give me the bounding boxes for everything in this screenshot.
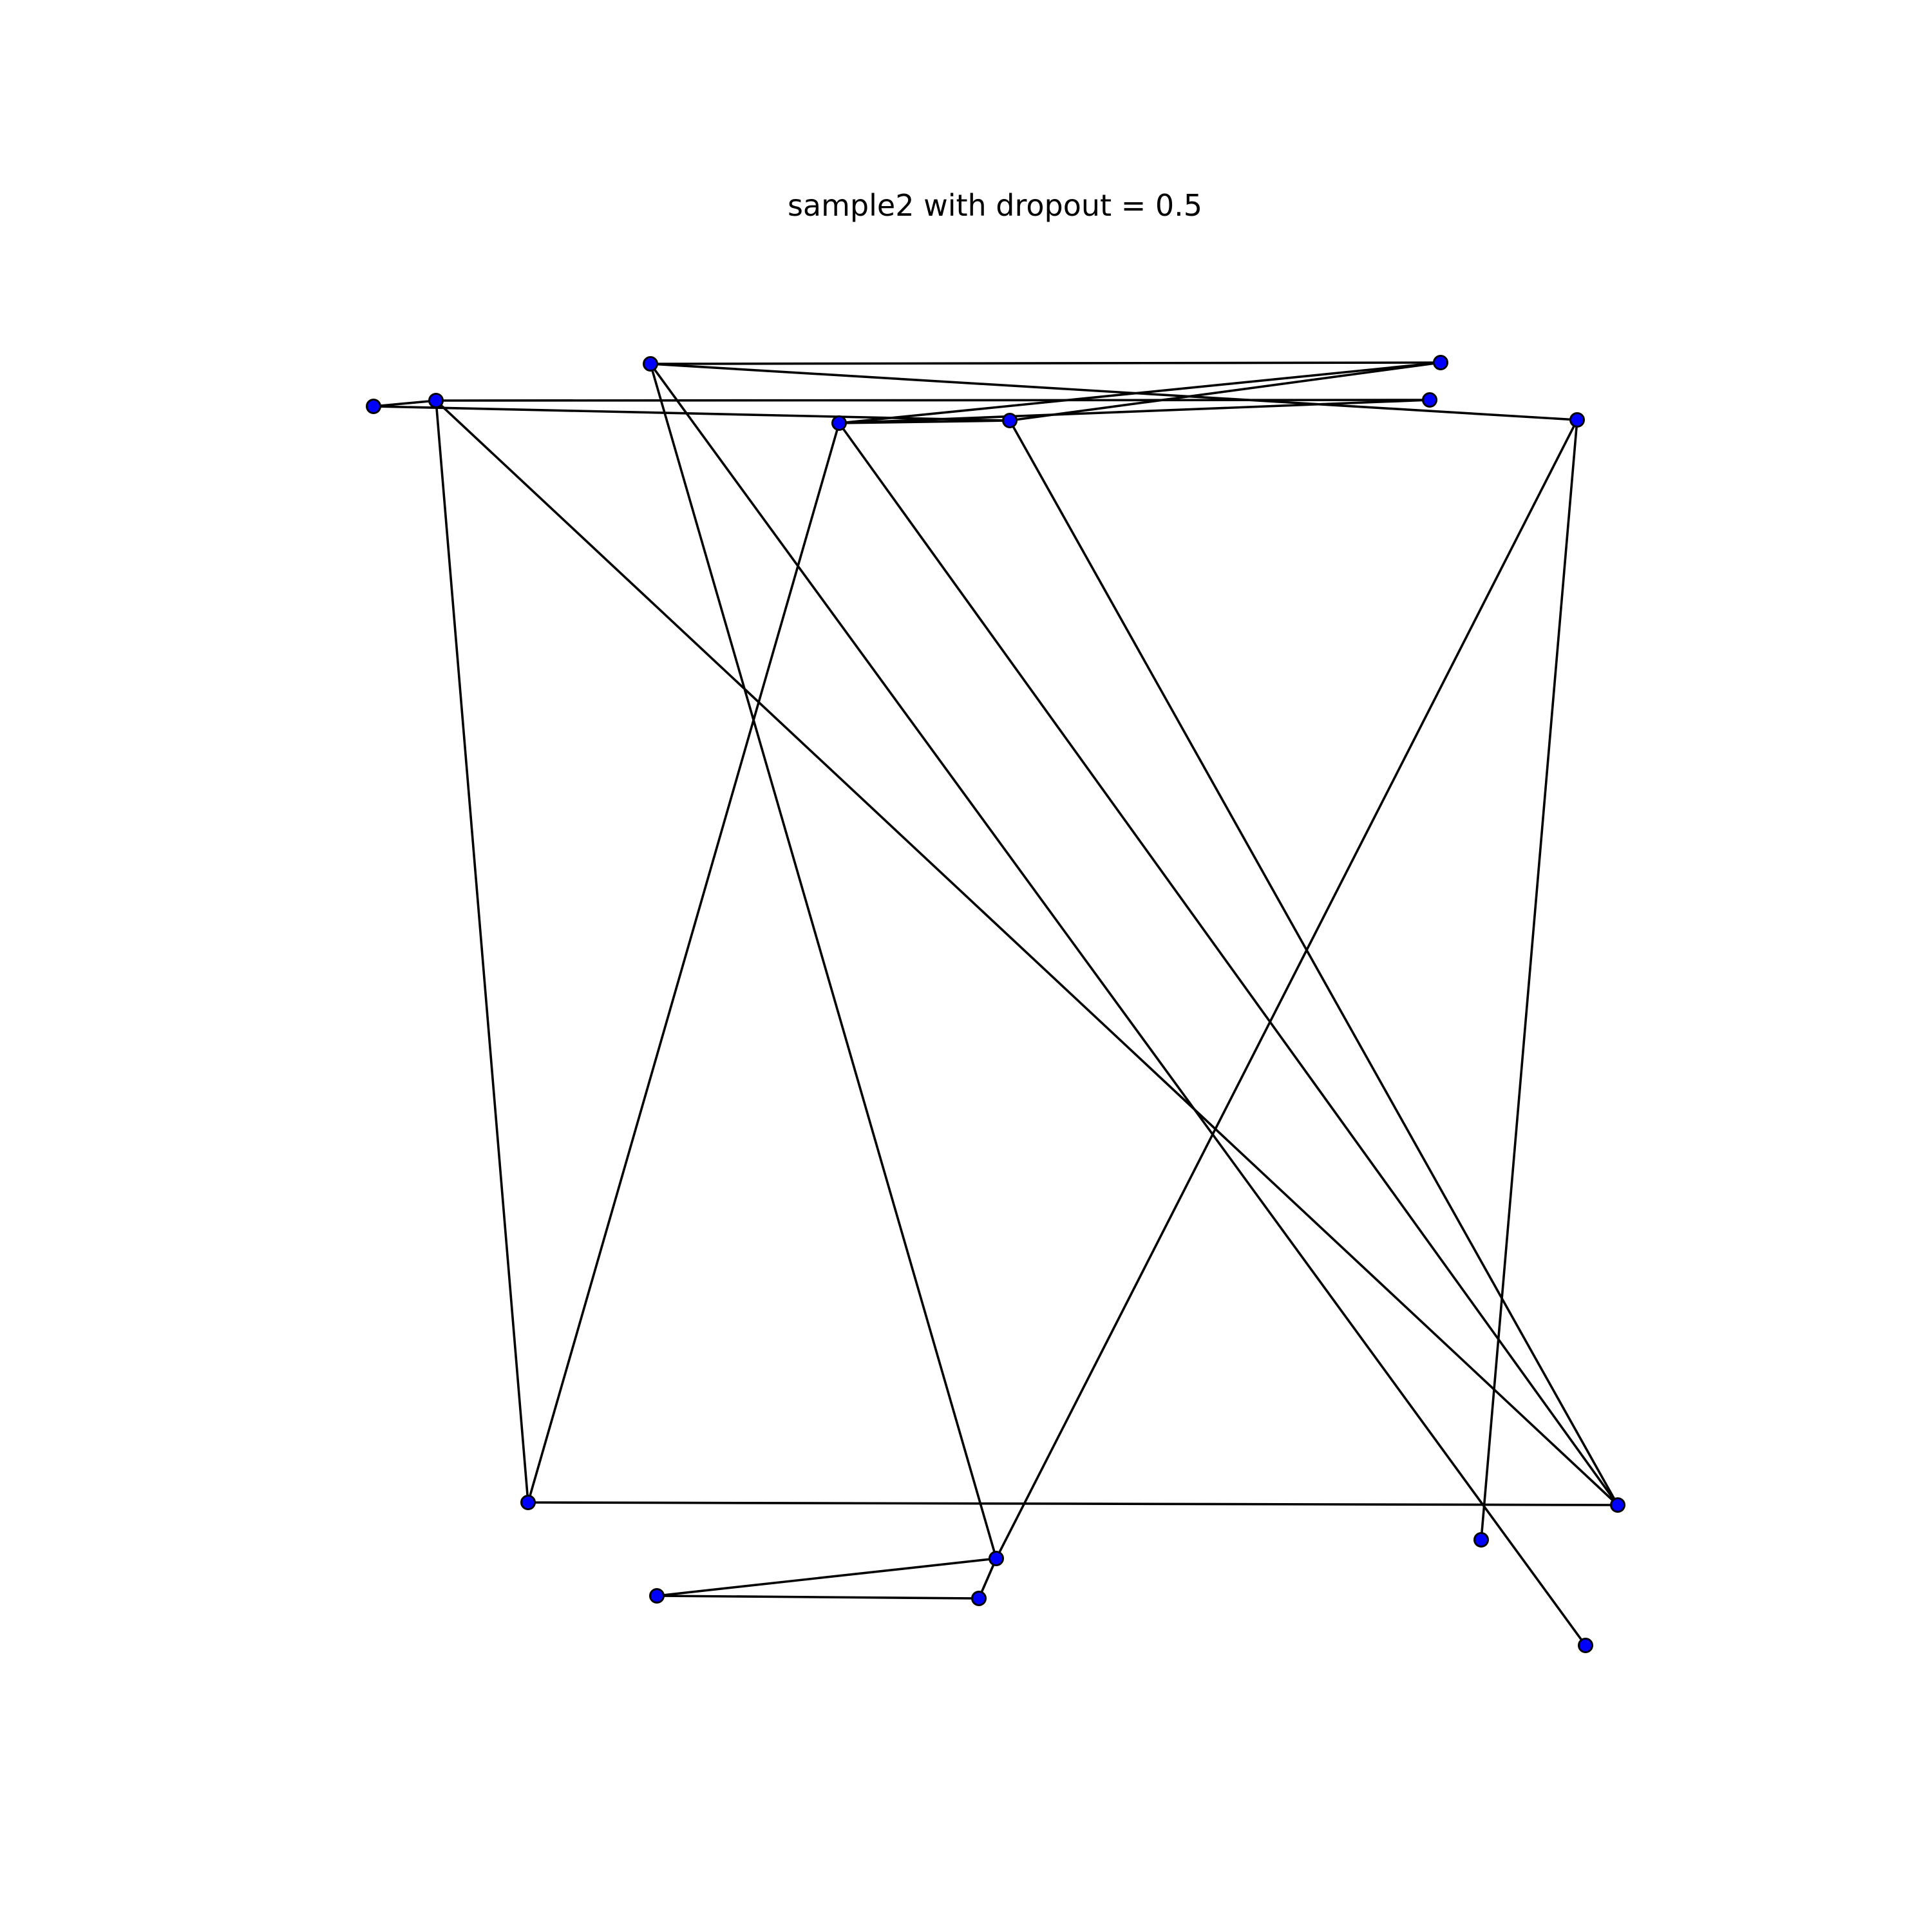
edge-layer xyxy=(372,361,1619,1647)
graph-node-n7 xyxy=(1473,1532,1489,1548)
graph-node-n3 xyxy=(520,1495,536,1510)
graph-edge-n4-n5 xyxy=(838,422,1619,1506)
graph-edge-n9-n11 xyxy=(372,405,1011,422)
graph-edge-n10-n8 xyxy=(435,399,1431,402)
graph-edge-n3-n4 xyxy=(527,422,840,1504)
graph-edge-n13-n14 xyxy=(995,419,1578,1560)
graph-node-n8 xyxy=(1422,392,1437,408)
graph-node-n11 xyxy=(366,399,381,414)
graph-edge-n3-n10 xyxy=(435,399,529,1504)
graph-node-n1 xyxy=(649,1588,665,1604)
graph-edge-n12-n13 xyxy=(649,363,1578,421)
graph-node-n13 xyxy=(1569,412,1585,428)
graph-edge-n10-n11 xyxy=(372,399,437,408)
graph-node-n5 xyxy=(1610,1497,1625,1513)
graph-edge-n12-n14 xyxy=(649,363,998,1560)
graph-node-n9 xyxy=(1002,413,1018,428)
graph-node-n2 xyxy=(971,1591,987,1606)
figure-title: sample2 with dropout = 0.5 xyxy=(788,188,1202,223)
graph-node-n15 xyxy=(1578,1638,1593,1653)
graph-node-n4 xyxy=(831,415,847,431)
graph-edge-n6-n12 xyxy=(649,361,1442,365)
graph-edge-n2-n1 xyxy=(656,1595,980,1600)
graph-edge-n12-n15 xyxy=(649,363,1587,1647)
graph-node-n10 xyxy=(428,393,444,408)
graph-edge-n5-n9 xyxy=(1009,419,1619,1506)
graph-node-n6 xyxy=(1433,355,1448,370)
graph-edge-n5-n10 xyxy=(435,399,1619,1506)
graph-node-n12 xyxy=(643,356,658,372)
graph-edge-n13-n7 xyxy=(1480,419,1578,1541)
graph-node-n14 xyxy=(989,1551,1004,1566)
graph-edge-n14-n1 xyxy=(656,1557,998,1597)
node-layer xyxy=(366,355,1625,1653)
graph-edge-n3-n5 xyxy=(527,1501,1619,1506)
graph-edge-n6-n9 xyxy=(1009,361,1442,422)
